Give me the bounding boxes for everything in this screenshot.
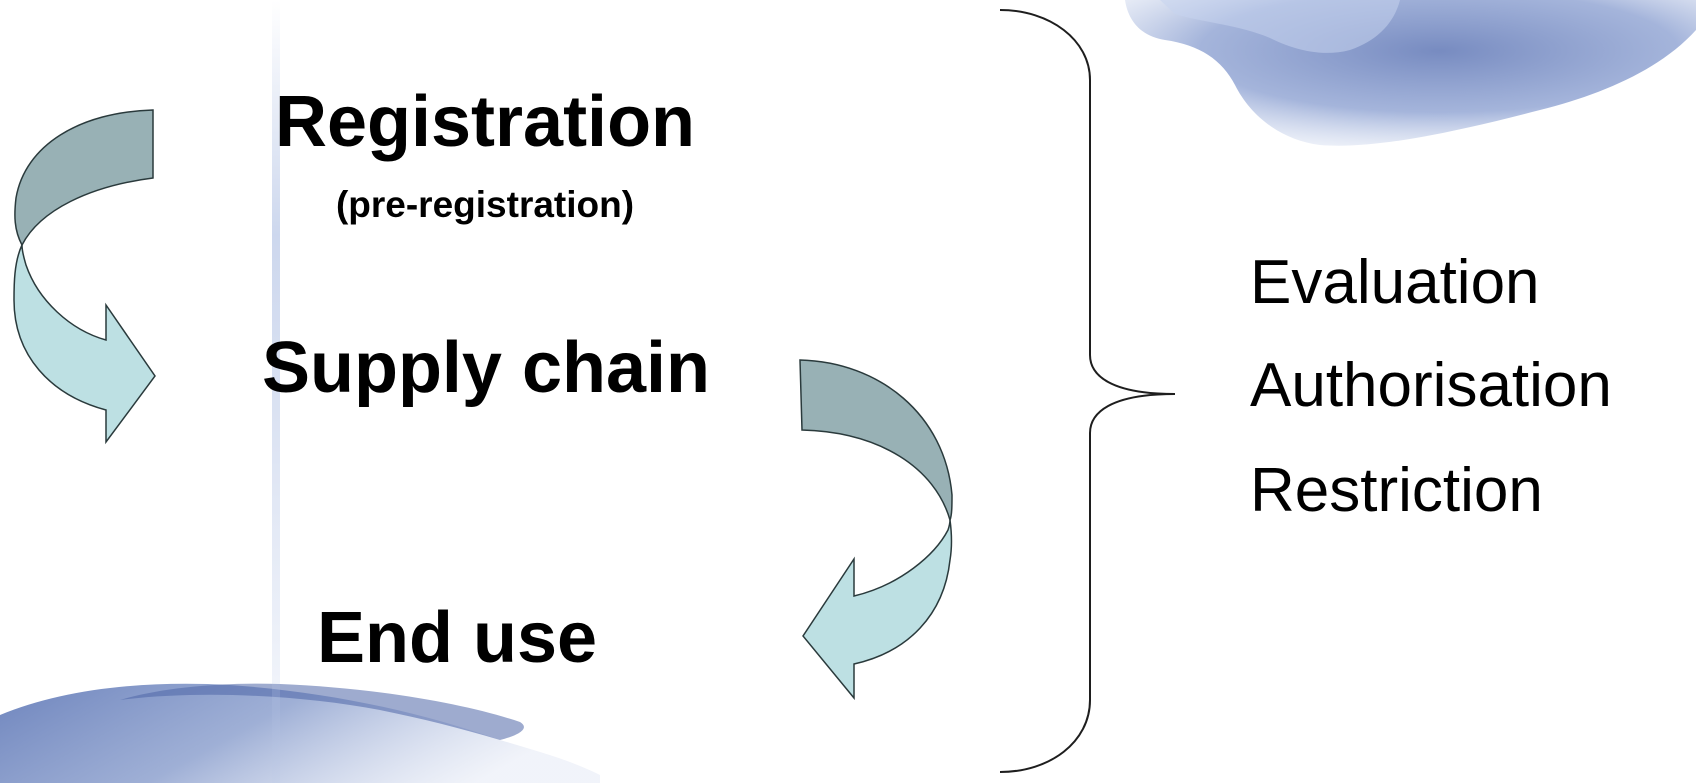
authorisation-label: Authorisation [1250, 351, 1612, 420]
left-arrow-upper-band [14, 109, 154, 247]
top-right-swoosh-highlight [1160, 0, 1400, 53]
bottom-left-swoosh-ridge [120, 683, 524, 740]
restriction-label: Restriction [1250, 456, 1543, 525]
right-curly-brace-icon [999, 9, 1176, 773]
curved-arrow-icon [799, 359, 953, 701]
evaluation-label: Evaluation [1250, 248, 1540, 317]
left-arrow-lower-band [13, 244, 156, 445]
vertical-streak [272, 0, 280, 783]
registration-label: Registration [274, 82, 696, 162]
bottom-left-swoosh [0, 683, 600, 783]
right-arrow-upper-band [799, 359, 953, 523]
curved-arrow-icon [13, 109, 156, 445]
right-arrow-lower-band [802, 519, 953, 701]
end-use-label: End use [316, 598, 598, 678]
pre-registration-label: (pre-registration) [335, 184, 635, 225]
supply-chain-label: Supply chain [261, 328, 711, 408]
